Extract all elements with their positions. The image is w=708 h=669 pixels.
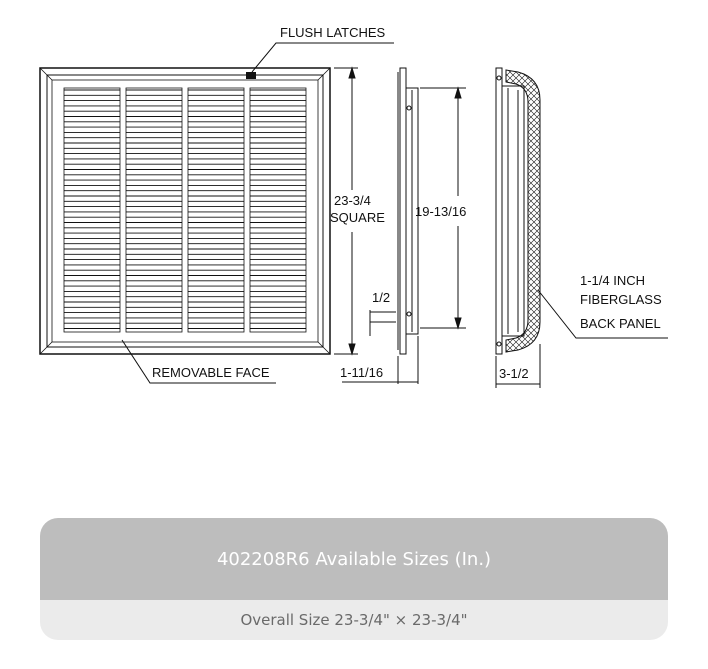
louver-column xyxy=(187,87,245,333)
back-panel-line-1: 1-1/4 INCH xyxy=(580,273,645,288)
depth-dim-value: 19-13/16 xyxy=(415,204,466,219)
available-sizes-title: 402208R6 Available Sizes (In.) xyxy=(40,518,668,600)
louver-column xyxy=(125,87,183,333)
section-depth-label: 3-1/2 xyxy=(499,366,529,381)
depth-dimension xyxy=(420,86,466,330)
available-sizes-card: 402208R6 Available Sizes (In.) Overall S… xyxy=(40,518,668,640)
square-dim-value: 23-3/4 xyxy=(334,193,371,208)
removable-face-callout: REMOVABLE FACE xyxy=(121,339,276,384)
half-inch-label: 1/2 xyxy=(372,290,390,305)
technical-drawing: FLUSH LATCHES 23-3/4 SQUARE REMOVABLE FA… xyxy=(39,25,668,388)
half-inch-dimension xyxy=(369,310,396,336)
back-panel-line-2: FIBERGLASS xyxy=(580,292,662,307)
overall-size-row: Overall Size 23-3/4" × 23-3/4" xyxy=(40,600,668,640)
front-view-grille xyxy=(39,67,331,355)
flange-dim-label: 1-11/16 xyxy=(340,365,383,380)
louver-slats xyxy=(63,87,307,333)
section-depth-dimension xyxy=(495,344,541,388)
square-dim-word: SQUARE xyxy=(330,210,385,225)
square-dimension xyxy=(334,66,358,356)
louver-column xyxy=(63,87,121,333)
section-view-profile xyxy=(495,67,541,355)
back-panel-callout: 1-1/4 INCH FIBERGLASS BACK PANEL xyxy=(537,273,668,339)
latch-mark xyxy=(246,72,256,79)
flange-dimension xyxy=(342,336,419,384)
removable-face-label: REMOVABLE FACE xyxy=(152,365,270,380)
louver-column xyxy=(249,87,307,333)
flush-latches-label: FLUSH LATCHES xyxy=(280,25,386,40)
flush-latches-callout: FLUSH LATCHES xyxy=(251,25,394,73)
side-view-profile xyxy=(397,67,419,355)
back-panel-line-3: BACK PANEL xyxy=(580,316,661,331)
